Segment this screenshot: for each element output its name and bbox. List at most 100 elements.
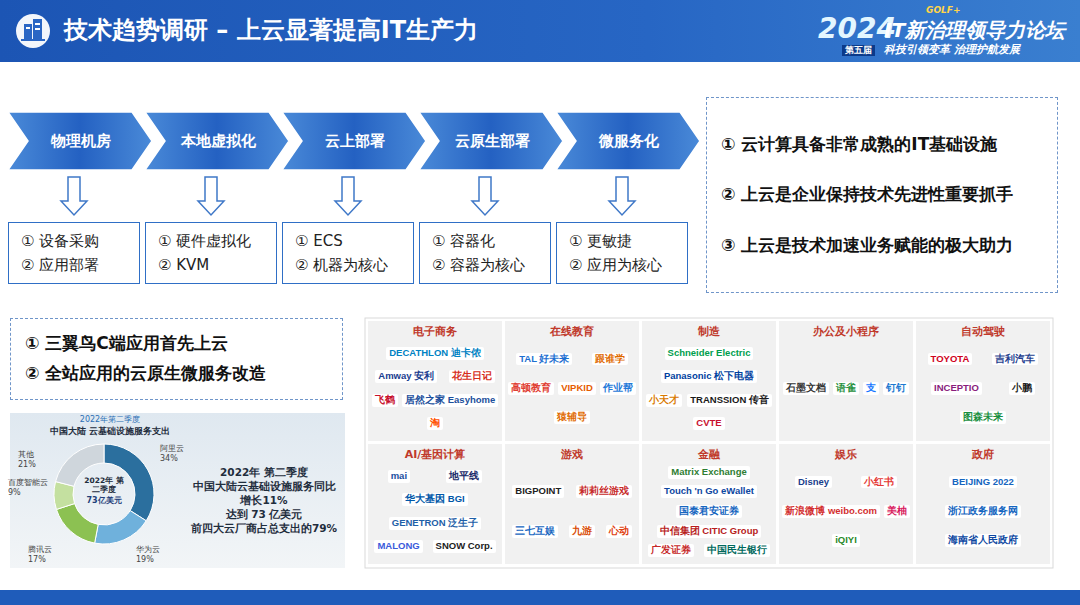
stage-chevron: 云原生部署	[419, 112, 563, 170]
company-logo: MALONG	[374, 540, 422, 553]
key-point: ① 三翼鸟C端应用首先上云	[25, 332, 328, 356]
company-logo: 飞鹤	[372, 394, 398, 407]
stat-text: 中国大陆云基础设施服务同比	[188, 480, 340, 493]
note-box: ① 云计算具备非常成熟的IT基础设施 ② 上云是企业保持技术先进性重要抓手 ③ 上云…	[706, 97, 1058, 293]
company-logo: Matrix Exchange	[668, 466, 750, 479]
segment-label: 腾讯云 17%	[28, 545, 70, 564]
flow-arrow	[609, 177, 635, 215]
company-logo: 居然之家 Easyhome	[402, 394, 498, 407]
flow-arrow	[472, 177, 498, 215]
company-logo: 地平线	[446, 470, 482, 483]
company-logo: 吉利汽车	[992, 353, 1038, 366]
donut-chart	[54, 444, 154, 544]
company-logo: Schneider Electric	[665, 347, 754, 360]
industry-cell: 娱乐Disney小红书新浪微博 weibo.com美柚iQIYI	[779, 444, 913, 564]
industry-cell: 金融Matrix ExchangeTouch 'n Go eWallet国泰君安…	[642, 444, 776, 564]
company-logo: 浙江政务服务网	[945, 505, 1021, 518]
industry-cell: 游戏BIGPOINT莉莉丝游戏三七互娱九游心动	[505, 444, 639, 564]
company-logo: DECATHLON 迪卡侬	[386, 347, 484, 360]
header-band	[0, 0, 1080, 62]
company-logo: TOYOTA	[928, 353, 973, 366]
company-logo: 中国民生银行	[704, 544, 770, 557]
key-point: ③ 上云是技术加速业务赋能的极大助力	[721, 234, 1043, 258]
company-logo: 高顿教育	[508, 382, 554, 395]
company-logo: 华大基因 BGI	[402, 493, 468, 506]
category-heading: 制造	[645, 324, 773, 339]
key-point: ② 上云是企业保持技术先进性重要抓手	[721, 183, 1043, 207]
category-heading: AI/基因计算	[371, 447, 499, 462]
logo-group: 石墨文档语雀支钉钉	[782, 339, 910, 438]
category-heading: 在线教育	[508, 324, 636, 339]
donut-center-value: 73亿美元	[76, 496, 132, 506]
company-logo: TRANSSION 传音	[687, 394, 772, 407]
category-heading: 政府	[919, 447, 1047, 462]
segment-label: 华为云 19%	[136, 545, 178, 564]
company-logo: 小红书	[861, 476, 897, 489]
company-logo: Amway 安利	[375, 370, 437, 383]
box-item: ① 硬件虚拟化	[158, 229, 264, 253]
company-logo: SNOW Corp.	[433, 540, 496, 553]
company-logo: 跟谁学	[592, 353, 628, 366]
industry-cell: 办公及小程序石墨文档语雀支钉钉	[779, 321, 913, 441]
flow-arrow	[335, 177, 361, 215]
logo-group: TOYOTA 吉利汽车 INCEPTIO 小鹏图森未来	[919, 339, 1047, 438]
logo-group: BIGPOINT莉莉丝游戏三七互娱九游心动	[508, 462, 636, 561]
event-name: IT新治理领导力论坛	[884, 18, 1065, 42]
company-logo: Disney	[795, 476, 832, 489]
company-logo: Touch 'n Go eWallet	[661, 485, 757, 498]
chart-ground	[10, 413, 345, 568]
company-logo: 海南省人民政府	[945, 534, 1021, 547]
industry-cell: 电子商务 DECATHLON 迪卡侬 Amway 安利花生日记飞鹤居然之家 Easy…	[368, 321, 502, 441]
company-logo: 猿辅导	[554, 411, 590, 424]
category-heading: 电子商务	[371, 324, 499, 339]
company-logo: 莉莉丝游戏	[576, 485, 632, 498]
stage-chevron: 云上部署	[282, 112, 426, 170]
chart-title: 中国大陆 云基础设施服务支出	[25, 426, 195, 437]
industry-cell: 在线教育TAL 好未来跟谁学高顿教育VIPKID作业帮猿辅导	[505, 321, 639, 441]
logo-group: Schneider ElectricPanasonic 松下电器小天才TRANS…	[645, 339, 773, 438]
key-point: ① 云计算具备非常成熟的IT基础设施	[721, 133, 1043, 157]
industry-cell: AI/基因计算mai地平线华大基因 BGIGENETRON 泛生子MALONGS…	[368, 444, 502, 564]
stat-text: 2022年 第二季度	[188, 466, 340, 479]
category-heading: 金融	[645, 447, 773, 462]
box-item: ① 设备采购	[21, 229, 127, 253]
company-logo: 支	[863, 382, 879, 395]
company-logo: 钉钉	[883, 382, 909, 395]
company-logo: BEIJING 2022	[949, 476, 1017, 489]
chevron-fill	[556, 112, 700, 170]
chevron-fill	[419, 112, 563, 170]
chevron-fill	[8, 112, 152, 170]
company-logo: 花生日记	[449, 370, 495, 383]
box-item: ② 应用部署	[21, 253, 127, 277]
footer-band	[0, 590, 1080, 605]
company-logo: 图森未来	[960, 411, 1006, 424]
logo-group: Disney小红书新浪微博 weibo.com美柚iQIYI	[782, 462, 910, 561]
box-item: ① ECS	[295, 229, 401, 253]
detail-box: ① 更敏捷② 应用为核心	[556, 222, 688, 284]
donut-slice	[56, 504, 98, 544]
donut-slice	[95, 511, 147, 544]
event-slogan: 科技引领变革 治理护航发展	[884, 43, 1020, 56]
company-logo: 小鹏	[1009, 382, 1035, 395]
event-badge: GOLF+	[926, 5, 960, 16]
header-icon	[16, 14, 50, 48]
company-logo: Panasonic 松下电器	[661, 370, 757, 383]
company-logo: 石墨文档	[783, 382, 829, 395]
company-logo: 心动	[606, 525, 632, 538]
logo-group: Matrix ExchangeTouch 'n Go eWallet国泰君安证券…	[645, 462, 773, 561]
logo-group: DECATHLON 迪卡侬 Amway 安利花生日记飞鹤居然之家 Easyhome…	[371, 339, 499, 438]
stat-text: 达到 73 亿美元	[188, 508, 340, 521]
stage-chevron: 微服务化	[556, 112, 700, 170]
flow-arrow	[198, 177, 224, 215]
note-box: ① 三翼鸟C端应用首先上云② 全站应用的云原生微服务改造	[10, 318, 343, 400]
industry-cell: 政府 BEIJING 2022 浙江政务服务网海南省人民政府	[916, 444, 1050, 564]
stage-label: 物理机房	[51, 132, 111, 151]
stage-chevron: 物理机房	[8, 112, 152, 170]
logo-group: TAL 好未来跟谁学高顿教育VIPKID作业帮猿辅导	[508, 339, 636, 438]
company-logo: TAL 好未来	[516, 353, 572, 366]
box-item: ② 容器为核心	[432, 253, 538, 277]
segment-label: 其他 21%	[18, 450, 54, 469]
industry-cell: 制造Schneider ElectricPanasonic 松下电器小天才TRA…	[642, 321, 776, 441]
company-logo: INCEPTIO	[931, 382, 982, 395]
company-logo: 作业帮	[600, 382, 636, 395]
